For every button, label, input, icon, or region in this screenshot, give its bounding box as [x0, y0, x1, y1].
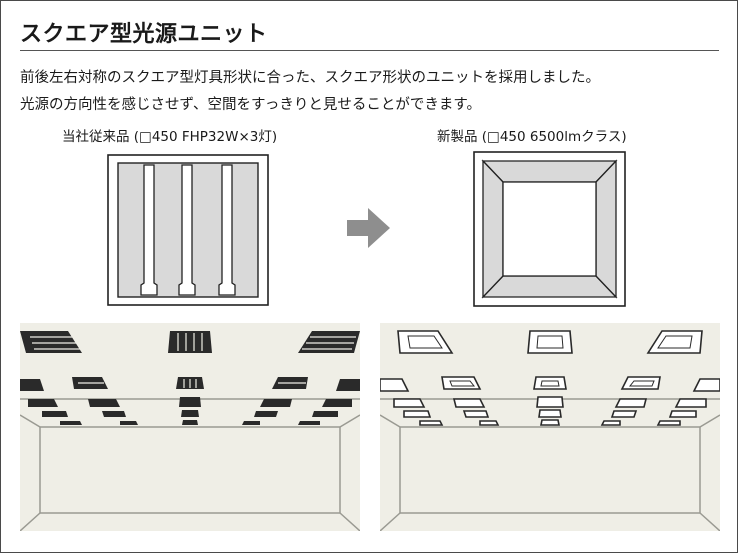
- description-line-2: 光源の方向性を感じさせず、空間をすっきりと見せることができます。: [20, 97, 481, 113]
- page-title: スクエア型光源ユニット: [20, 22, 268, 47]
- room-illustration-new: [380, 323, 720, 531]
- square-led-fixture-icon: [473, 151, 626, 307]
- old-product-caption: 当社従来品 (□450 FHP32W×3灯): [62, 129, 278, 145]
- new-product-caption: 新製品 (□450 6500lmクラス): [437, 129, 627, 145]
- title-divider: [20, 50, 719, 51]
- right-arrow-icon: [347, 208, 390, 248]
- fluorescent-fixture-icon: [107, 154, 269, 306]
- description-line-1: 前後左右対称のスクエア型灯具形状に合った、スクエア形状のユニットを採用しました。: [20, 70, 600, 86]
- room-illustration-conventional: [20, 323, 360, 531]
